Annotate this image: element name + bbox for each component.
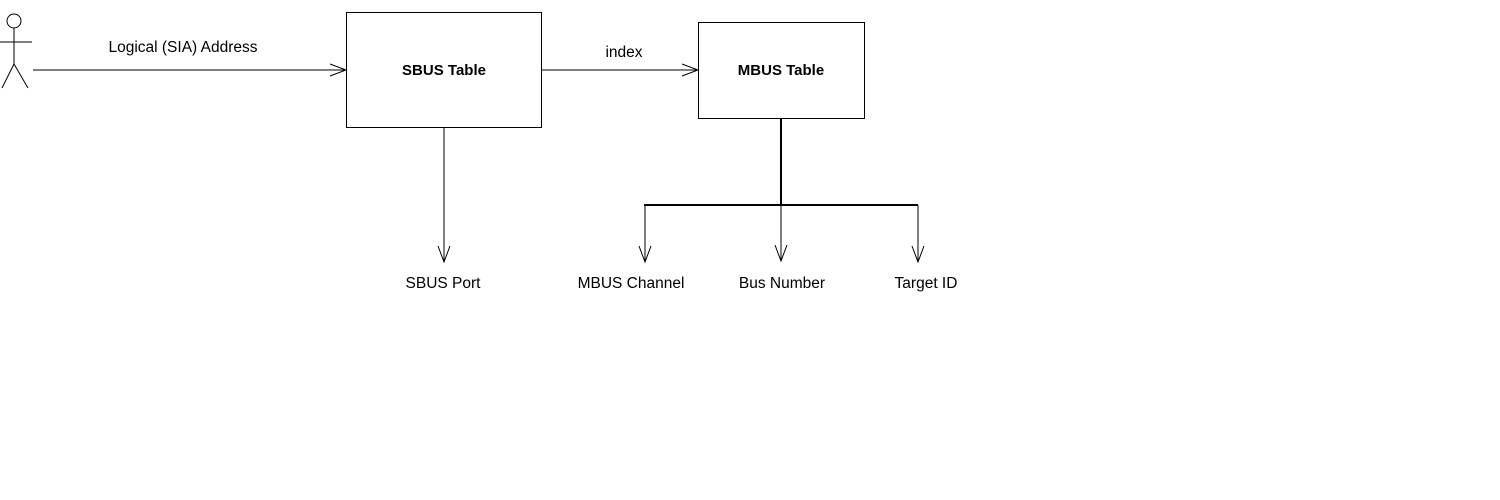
index-label: index [605, 44, 642, 61]
target-id-label: Target ID [895, 275, 958, 292]
logical-address-label: Logical (SIA) Address [108, 39, 257, 56]
mbus-fanout-connector [644, 119, 918, 206]
sbus-port-arrow [437, 128, 451, 264]
mbus-table-label: MBUS Table [738, 62, 824, 79]
sbus-table-box: SBUS Table [346, 12, 542, 128]
sbus-port-label: SBUS Port [406, 275, 482, 292]
bus-number-label: Bus Number [739, 275, 825, 292]
target-id-arrow [911, 205, 925, 264]
stick-figure-actor-icon [0, 13, 32, 89]
mbus-channel-label: MBUS Channel [578, 275, 685, 292]
index-arrow [542, 63, 700, 77]
logical-address-arrow [33, 63, 348, 77]
mbus-channel-arrow [638, 205, 652, 264]
bus-number-arrow [774, 205, 788, 263]
mbus-table-box: MBUS Table [698, 22, 865, 119]
sbus-table-label: SBUS Table [402, 62, 486, 79]
